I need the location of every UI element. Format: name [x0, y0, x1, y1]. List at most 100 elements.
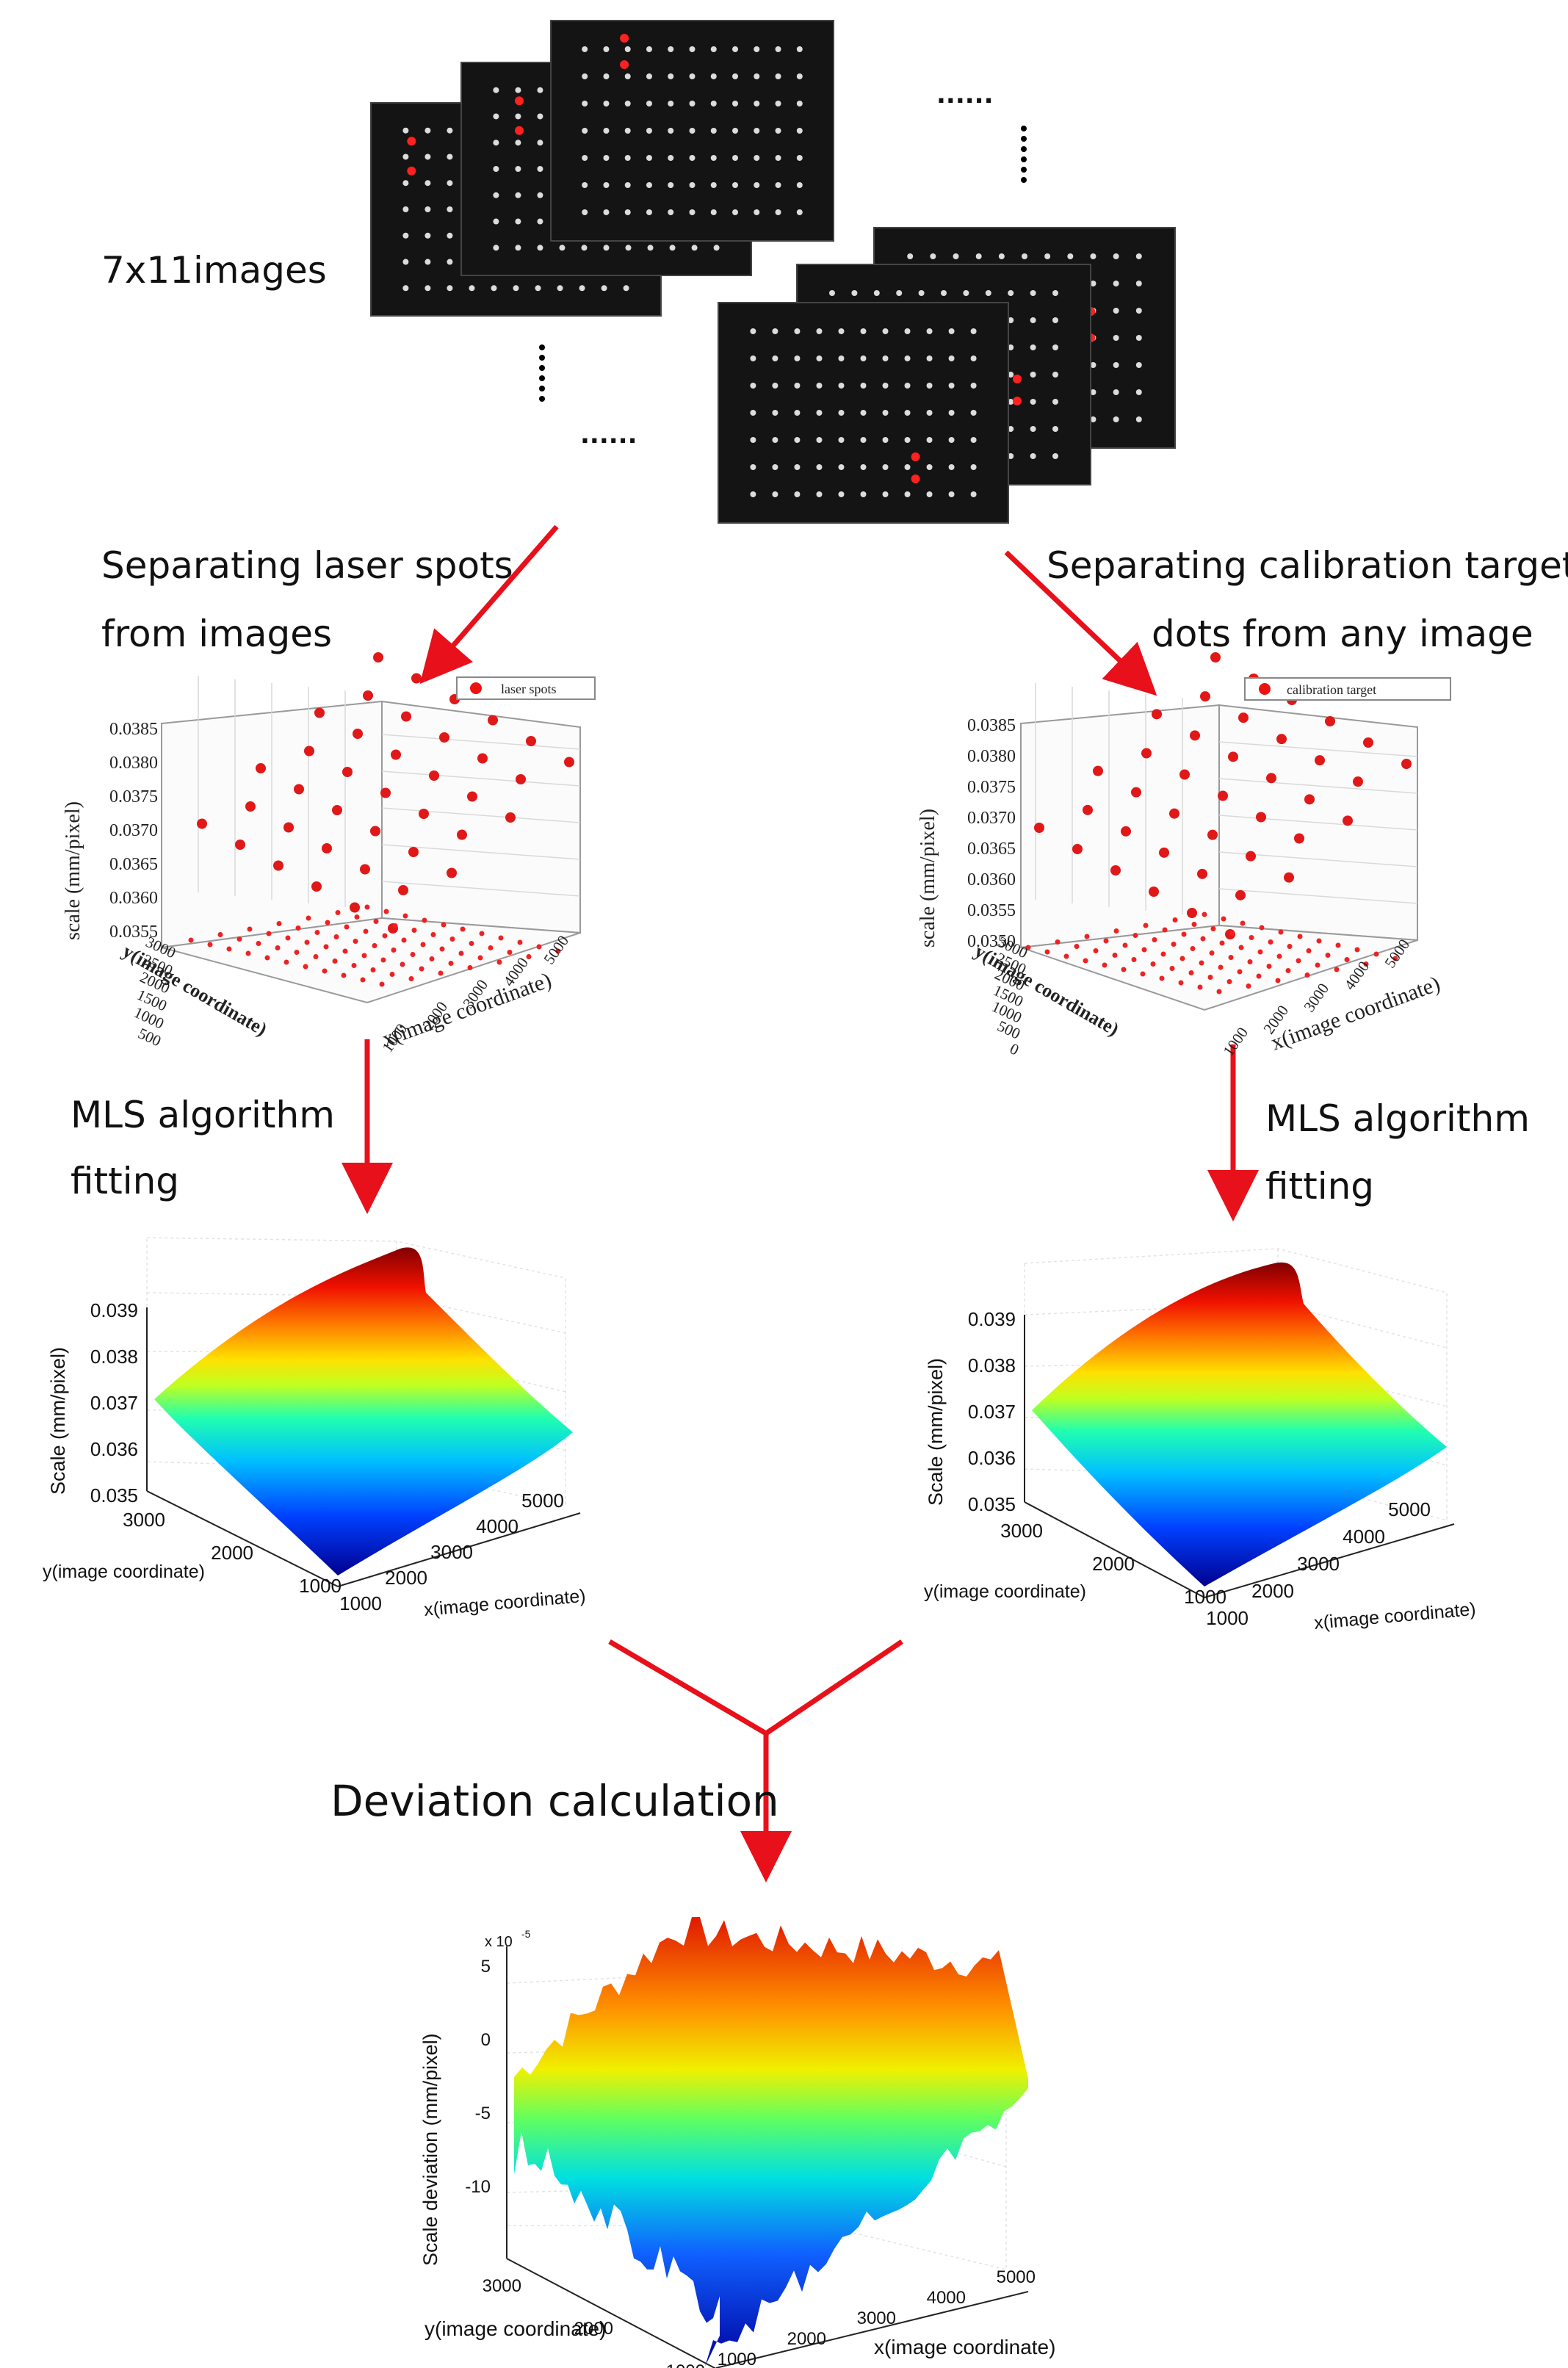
target-dot [970, 355, 977, 361]
target-dot [603, 209, 610, 215]
floor-projection [1181, 931, 1187, 937]
target-dot [646, 182, 652, 188]
data-point [526, 736, 536, 746]
floor-projection [1055, 939, 1061, 945]
surface [1032, 1262, 1447, 1587]
floor-projection [448, 961, 454, 966]
floor-projection [1315, 962, 1320, 968]
target-dot [816, 383, 823, 389]
data-point [245, 801, 256, 812]
floor-projection [1325, 953, 1331, 958]
data-point [408, 847, 419, 857]
target-dot [537, 192, 543, 198]
target-dot [750, 328, 756, 334]
target-dot [816, 437, 823, 443]
target-dot [646, 128, 652, 134]
data-point [332, 805, 342, 815]
data-point [350, 902, 360, 913]
target-dot [625, 245, 632, 251]
deviation-surface-plot: x 10 -5 50-5-10 Scale deviation (mm/pixe… [419, 1916, 1055, 2368]
floor-projection [361, 953, 367, 959]
target-dot [772, 383, 778, 389]
x-tick: 4000 [1343, 1526, 1385, 1548]
target-dot [624, 209, 631, 215]
floor-projection [1259, 925, 1265, 931]
target-dot [882, 383, 889, 389]
floor-projection [507, 950, 513, 955]
floor-projection [364, 904, 370, 910]
target-dot [710, 182, 717, 188]
floor-projection [1226, 979, 1232, 984]
floor-projection [370, 967, 376, 972]
data-point [1284, 872, 1294, 883]
target-dot [882, 491, 889, 497]
target-dot [796, 182, 803, 188]
target-dot [838, 491, 845, 497]
data-point [1110, 865, 1121, 876]
target-dot [1135, 335, 1142, 341]
floor-projection [1216, 989, 1222, 995]
target-dot [732, 155, 739, 161]
legend-calibration-target: calibration target [1244, 677, 1451, 701]
data-point [311, 881, 322, 892]
target-dot [601, 285, 607, 292]
floor-projection [536, 944, 542, 950]
target-dot [838, 437, 845, 443]
target-dot [882, 410, 889, 416]
target-dot [624, 128, 631, 134]
data-point [373, 652, 383, 663]
data-point [564, 757, 574, 768]
y-tick: 1000 [1184, 1586, 1226, 1608]
data-point [1238, 712, 1249, 723]
target-dot [904, 491, 911, 497]
floor-projection [264, 955, 270, 961]
target-dot [689, 101, 696, 107]
floor-projection [333, 934, 339, 939]
x-axis-label: x(image coordinate) [423, 1586, 587, 1620]
z-tick: 0.0385 [967, 716, 1016, 735]
z-tick: 0.0365 [967, 840, 1016, 859]
z-tick: -10 [465, 2177, 491, 2197]
floor-projection [1141, 947, 1147, 953]
step-separate-target: Separating calibration target dots from … [1047, 544, 1568, 655]
target-dot [1008, 372, 1014, 378]
laser-spot [515, 126, 524, 135]
target-dot [710, 101, 717, 107]
target-dot [603, 245, 610, 251]
target-dot [513, 285, 519, 292]
target-dot [402, 154, 409, 160]
target-dot [750, 464, 756, 470]
x-tick: 2000 [1251, 1580, 1294, 1602]
target-dot [447, 285, 453, 292]
floor-projection [498, 935, 504, 941]
y-tick: 0 [1007, 1039, 1022, 1058]
target-dot [1113, 308, 1119, 314]
data-point [439, 732, 449, 743]
target-dot [1113, 389, 1119, 395]
target-dot [1052, 317, 1058, 323]
laser-spot [1013, 397, 1022, 405]
target-dot [402, 206, 409, 212]
target-dot [816, 491, 823, 497]
target-dot [689, 73, 696, 79]
target-dot [1052, 344, 1058, 350]
legend-laser-spots: laser spots [456, 676, 596, 700]
target-dot [1030, 372, 1036, 378]
vertical-ellipsis-bottom [539, 344, 545, 402]
data-point [1343, 815, 1353, 826]
target-dot [882, 355, 889, 361]
target-dot [537, 245, 543, 251]
floor-projection [1256, 973, 1262, 979]
target-dot [750, 383, 756, 389]
floor-projection [1150, 961, 1156, 967]
y-tick: 2000 [211, 1542, 253, 1564]
floor-projection [294, 950, 300, 955]
data-point [1207, 829, 1218, 840]
floor-projection [1237, 969, 1243, 975]
floor-projection [1113, 928, 1119, 934]
image-frame-3 [550, 20, 834, 242]
target-dot [998, 253, 1005, 259]
data-point [477, 753, 488, 764]
y-tick: 3000 [1000, 1520, 1043, 1542]
data-point [457, 829, 467, 840]
